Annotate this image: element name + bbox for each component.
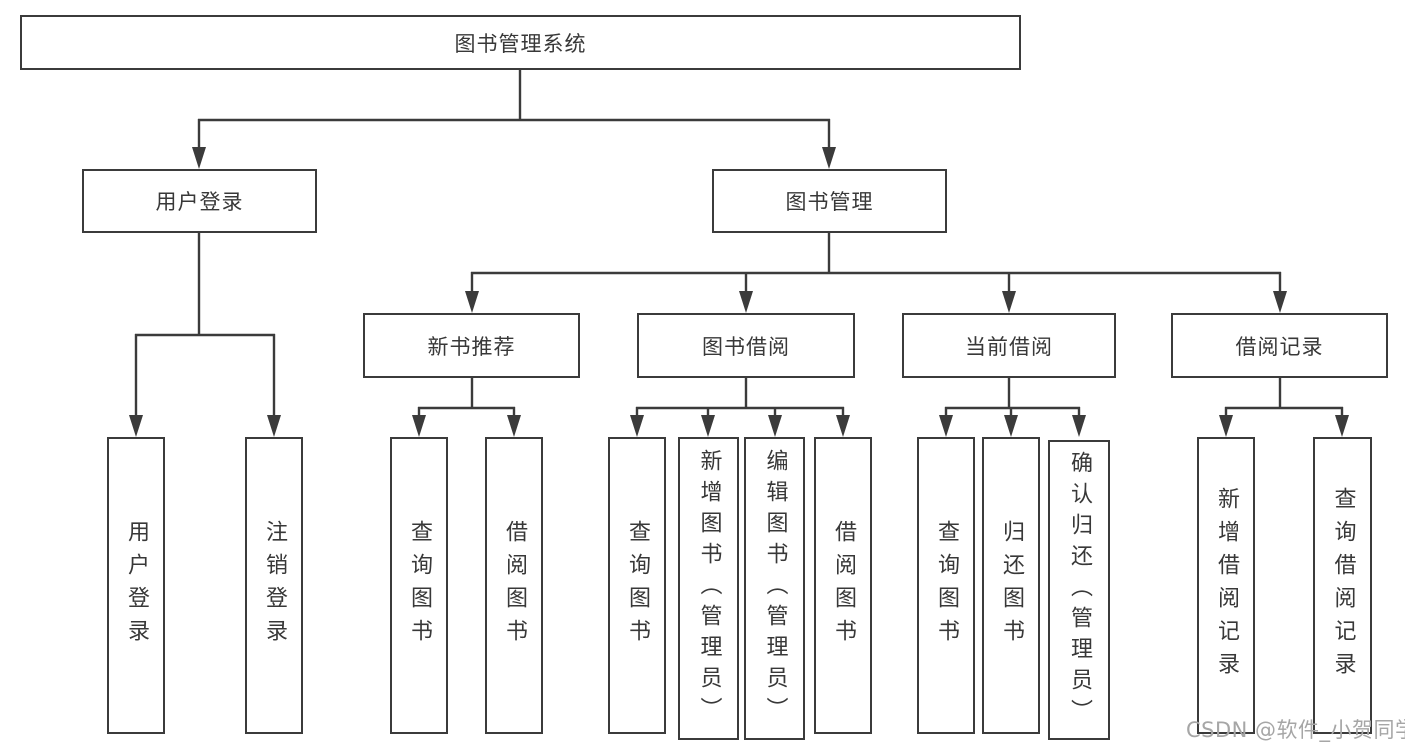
node-new-book-recommend: 新书推荐 [363,313,580,378]
leaf-bb-edit-books: 编辑图书（管理员） [744,437,805,740]
connector-bookmgmt-to-level3 [470,233,1282,297]
leaf-bb-borrow-books: 借阅图书 [814,437,872,734]
connector-root-to-level2 [197,70,831,152]
csdn-watermark: CSDN @软件_小贺同学 [1186,718,1405,742]
leaf-login-label: 用户登录 [124,519,149,652]
connector-leafgroup-lines [417,406,1344,421]
leaf-bb-add-books-label: 新增图书（管理员） [696,449,722,728]
leaf-cb-query-books: 查询图书 [917,437,975,734]
leaf-cb-confirm-return-label: 确认归还（管理员） [1067,450,1092,730]
node-borrowing-records-label: 借阅记录 [1235,334,1324,359]
leaf-br-add-record-label: 新增借阅记录 [1214,486,1239,685]
node-user-login-label: 用户登录 [155,190,244,214]
leaf-cb-query-books-label: 查询图书 [934,519,959,652]
leaf-cb-confirm-return: 确认归还（管理员） [1048,440,1110,740]
leaf-logout: 注销登录 [245,437,303,734]
node-current-borrowing: 当前借阅 [902,313,1116,378]
node-book-borrowing-label: 图书借阅 [702,334,790,359]
node-root-system: 图书管理系统 [20,15,1021,70]
leaf-br-add-record: 新增借阅记录 [1197,437,1255,734]
connector-level3-stems [470,378,1282,409]
leaf-rec-query-books: 查询图书 [390,437,448,734]
node-current-borrowing-label: 当前借阅 [965,334,1053,359]
leaf-bb-query-books-label: 查询图书 [625,519,650,652]
node-book-borrowing: 图书借阅 [637,313,855,378]
leaf-bb-add-books: 新增图书（管理员） [678,437,739,740]
leaf-br-query-record: 查询借阅记录 [1313,437,1372,734]
leaf-bb-query-books: 查询图书 [608,437,666,734]
leaf-cb-return-books: 归还图书 [982,437,1040,734]
leaf-cb-return-books-label: 归还图书 [999,519,1024,652]
leaf-rec-borrow-books-label: 借阅图书 [502,519,527,652]
leaf-br-query-record-label: 查询借阅记录 [1330,486,1356,685]
leaf-login: 用户登录 [107,437,165,734]
node-new-book-recommend-label: 新书推荐 [427,334,516,359]
leaf-bb-borrow-books-label: 借阅图书 [831,519,856,652]
leaf-rec-borrow-books: 借阅图书 [485,437,543,734]
node-book-management: 图书管理 [712,169,947,233]
connector-userlogin-to-leaves [134,233,276,421]
node-borrowing-records: 借阅记录 [1171,313,1388,378]
leaf-logout-label: 注销登录 [262,519,287,652]
node-book-management-label: 图书管理 [785,190,874,214]
leaf-bb-edit-books-label: 编辑图书（管理员） [762,449,788,728]
node-user-login: 用户登录 [82,169,317,233]
leaf-rec-query-books-label: 查询图书 [407,519,432,652]
node-root-system-label: 图书管理系统 [454,31,587,56]
